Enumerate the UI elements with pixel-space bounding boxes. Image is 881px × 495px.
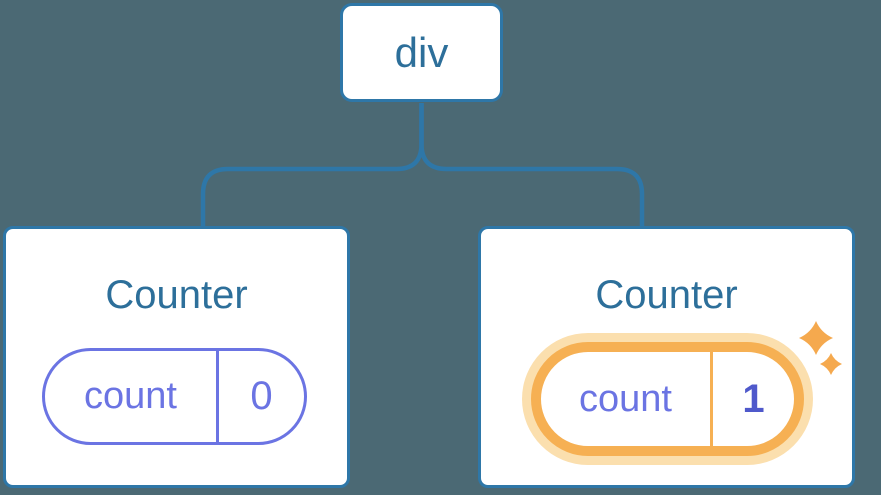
state-pill-left: count 0 [42,348,307,445]
state-key-left: count [45,351,219,442]
connector-right-branch [419,103,645,230]
counter-card-right: Counter count 1 [478,226,855,488]
state-key-right: count [541,352,713,446]
state-value-right: 1 [742,376,765,421]
connector-left-branch [200,103,424,230]
component-title-right: Counter [595,273,738,317]
root-node-div: div [340,3,503,102]
counter-card-left: Counter count 0 [3,226,350,488]
state-pill-highlighted: count 1 [531,342,804,456]
root-node-label: div [394,28,449,76]
state-value-left: 0 [250,374,273,418]
component-title-left: Counter [105,273,248,317]
